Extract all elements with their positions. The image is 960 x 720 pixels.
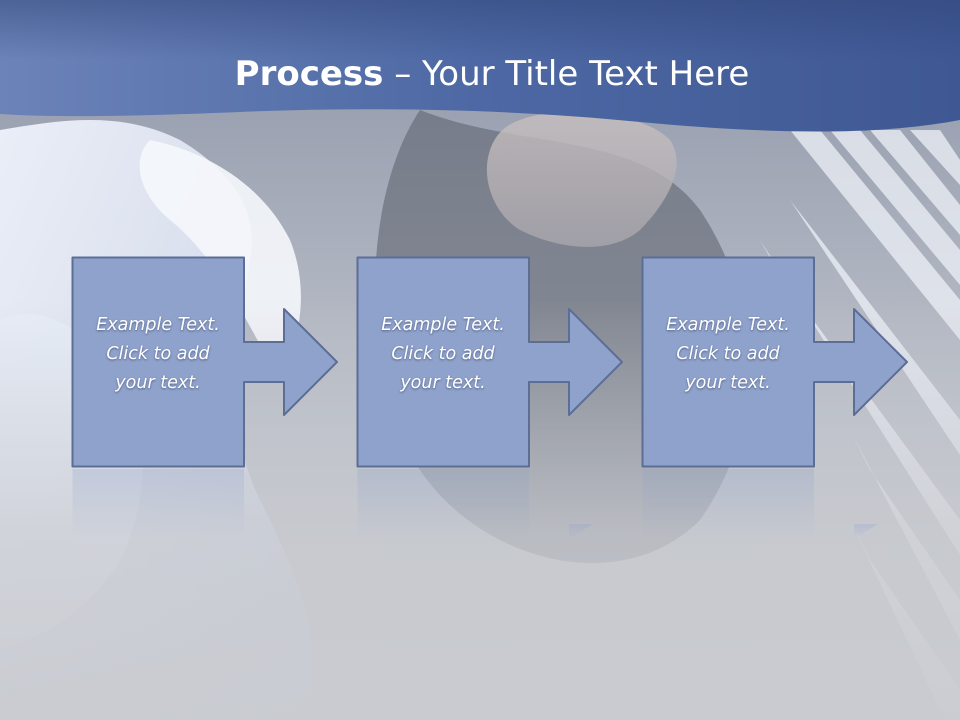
slide-title[interactable]: Process – Your Title Text Here bbox=[0, 52, 960, 96]
process-step-3[interactable]: Example Text. Click to add your text. bbox=[641, 256, 912, 468]
step-3-line-2: Click to add bbox=[676, 344, 780, 364]
step-3-line-1: Example Text. bbox=[666, 315, 790, 335]
step-3-shape bbox=[641, 256, 908, 468]
process-step-1[interactable]: Example Text. Click to add your text. bbox=[71, 256, 342, 468]
title-bold-word: Process bbox=[234, 54, 384, 94]
title-rest: Your Title Text Here bbox=[422, 54, 750, 94]
step-1-line-3: your text. bbox=[115, 373, 201, 393]
title-dash: – bbox=[394, 54, 412, 94]
step-1-text[interactable]: Example Text. Click to add your text. bbox=[72, 311, 244, 398]
step-2-line-3: your text. bbox=[400, 373, 486, 393]
title-band bbox=[0, 0, 960, 132]
step-1-line-1: Example Text. bbox=[96, 315, 220, 335]
step-2-line-2: Click to add bbox=[391, 344, 495, 364]
step-3-text[interactable]: Example Text. Click to add your text. bbox=[642, 311, 814, 398]
step-2-text[interactable]: Example Text. Click to add your text. bbox=[357, 311, 529, 398]
step-1-line-2: Click to add bbox=[106, 344, 210, 364]
process-step-2[interactable]: Example Text. Click to add your text. bbox=[356, 256, 627, 468]
step-3-line-3: your text. bbox=[685, 373, 771, 393]
step-2-shape bbox=[356, 256, 623, 468]
step-2-line-1: Example Text. bbox=[381, 315, 505, 335]
step-1-shape bbox=[71, 256, 338, 468]
